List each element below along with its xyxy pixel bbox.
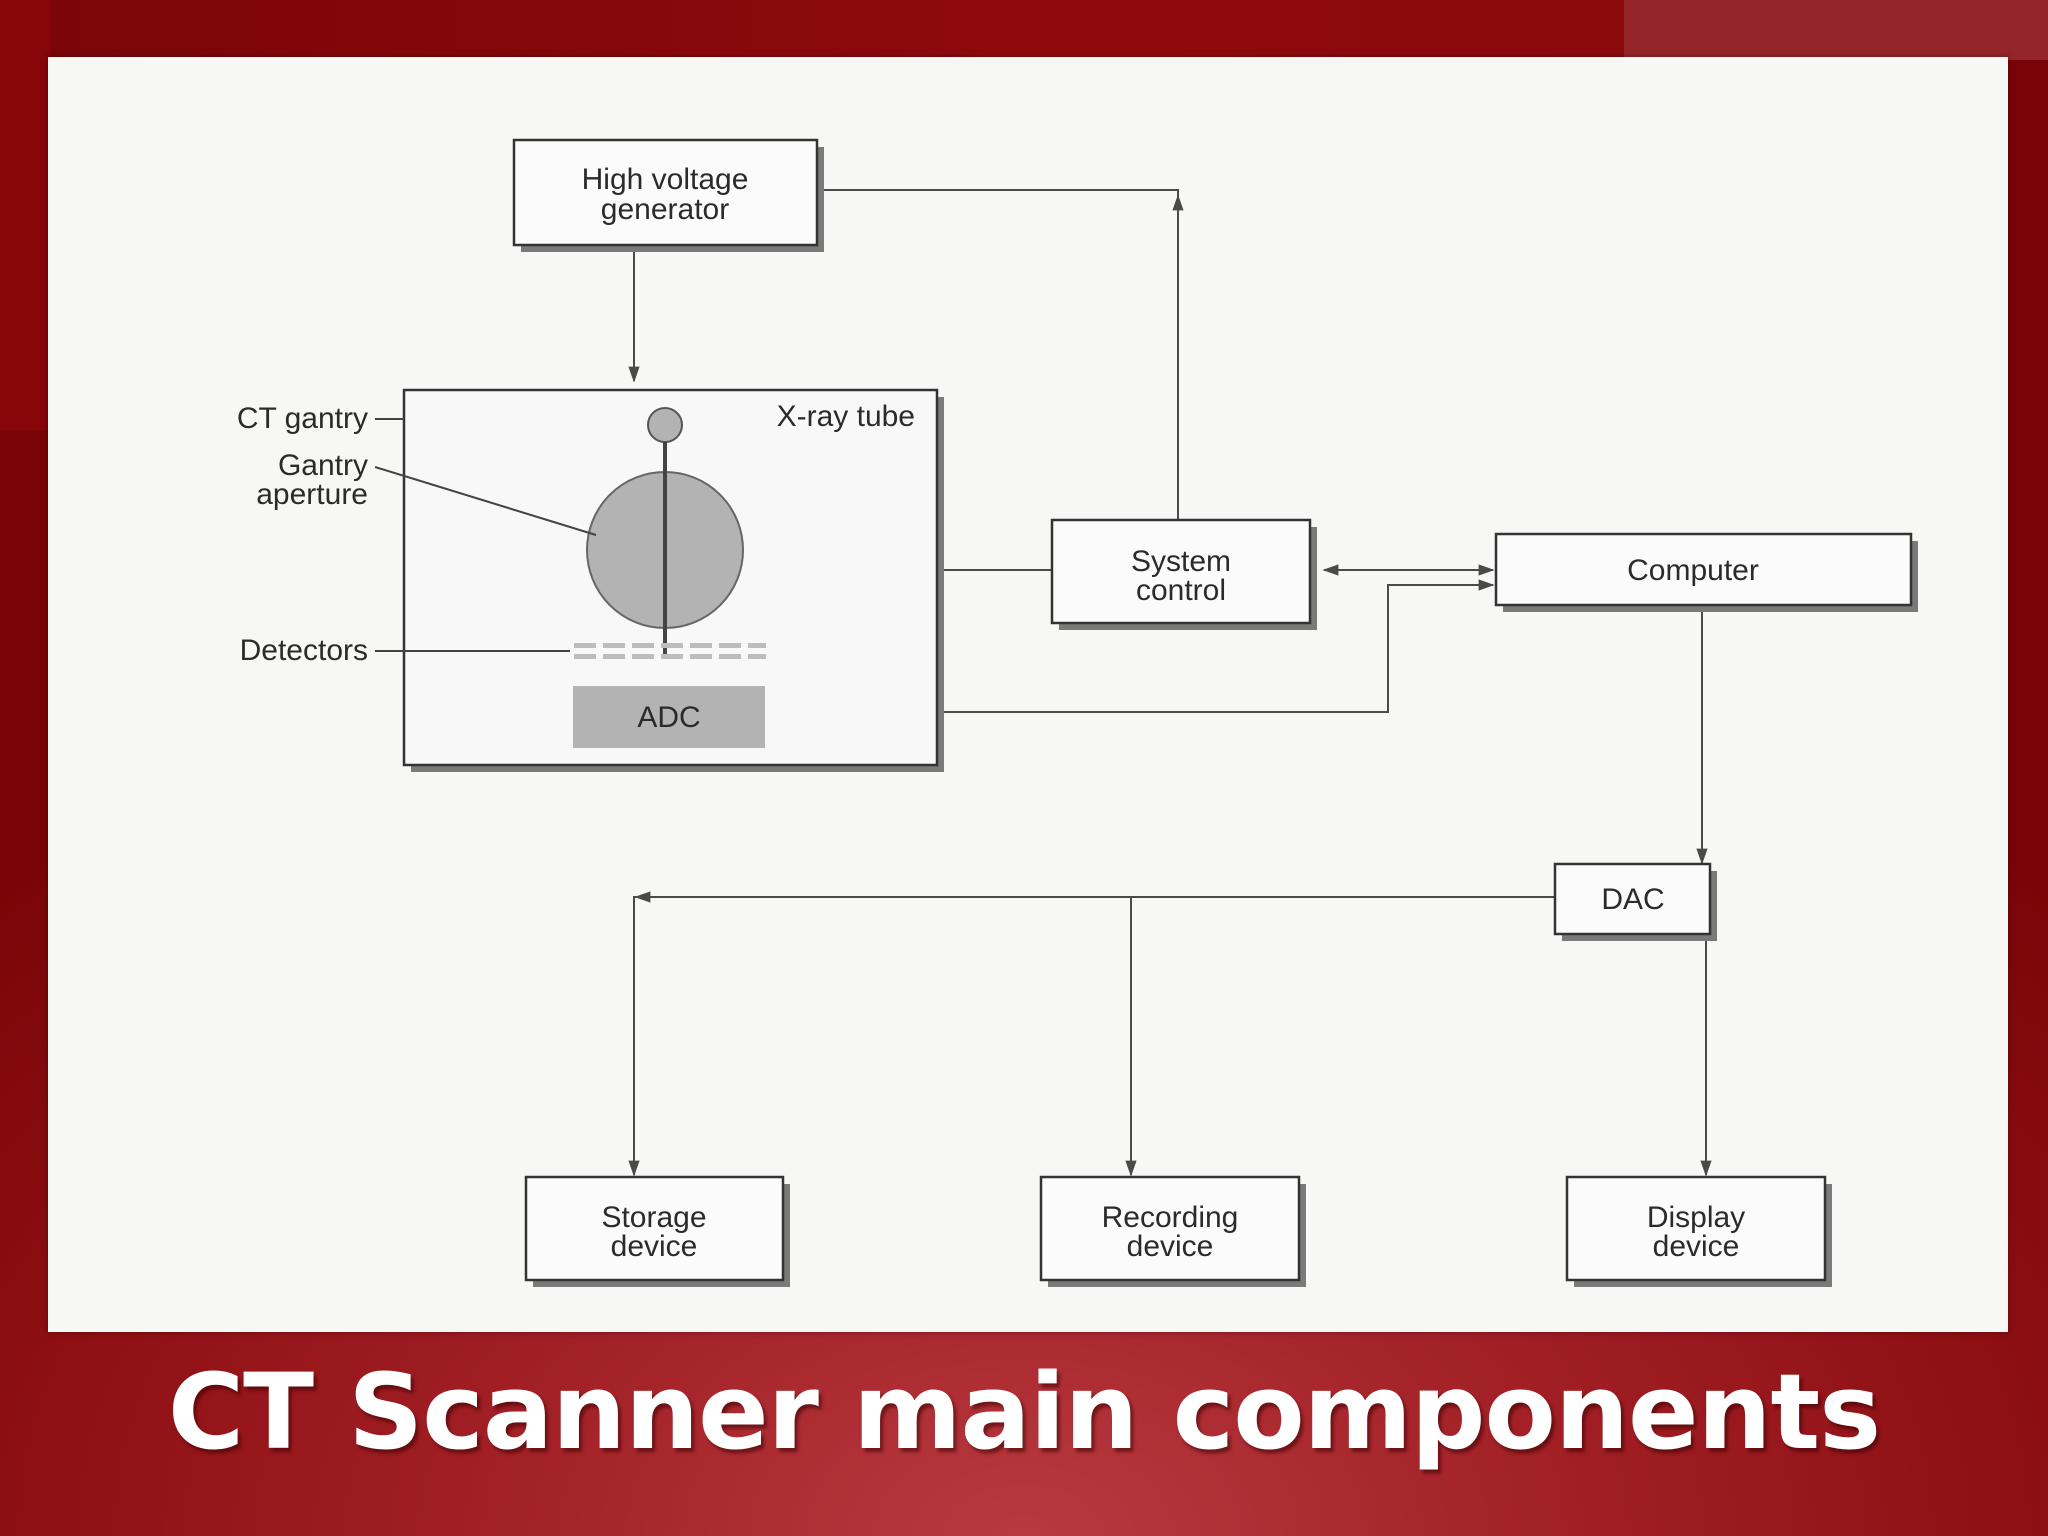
xray-tube-icon bbox=[647, 407, 683, 443]
storage-device-label-line1: Storage bbox=[601, 1201, 706, 1234]
recording-device-label-line1: Recording bbox=[1102, 1201, 1239, 1234]
diagram-figure: High voltage generator ADC bbox=[48, 57, 2008, 1332]
high-voltage-generator-box: High voltage generator bbox=[512, 138, 824, 252]
slide-title: CT Scanner main components bbox=[167, 1351, 1881, 1473]
top-band-accent bbox=[1624, 0, 2048, 60]
adc-block bbox=[573, 686, 765, 748]
dac-label: DAC bbox=[1601, 883, 1664, 916]
ct-block-diagram: High voltage generator ADC bbox=[237, 138, 1918, 1287]
display-device-label-line2: device bbox=[1653, 1230, 1740, 1263]
system-control-box: System control bbox=[1050, 518, 1317, 630]
left-strip bbox=[0, 0, 50, 430]
storage-device-label-line2: device bbox=[611, 1230, 698, 1263]
detectors-label: Detectors bbox=[240, 634, 368, 667]
gantry-aperture-label-line1: Gantry bbox=[278, 449, 368, 482]
recording-device-label-line2: device bbox=[1127, 1230, 1214, 1263]
dac-box: DAC bbox=[1553, 862, 1717, 941]
ct-gantry-label: CT gantry bbox=[237, 402, 368, 435]
recording-device-box: Recording device bbox=[1039, 1175, 1306, 1287]
connector-gantry-to-computer bbox=[920, 579, 1495, 713]
system-control-label-line2: control bbox=[1136, 574, 1226, 607]
detectors-icon bbox=[574, 643, 766, 659]
gantry-aperture-label-line2: aperture bbox=[256, 478, 368, 511]
ct-gantry-box: ADC X-ray tube bbox=[402, 388, 944, 772]
connector-dac-to-storage bbox=[628, 896, 1555, 1177]
gantry-aperture-leader bbox=[374, 466, 597, 536]
xray-tube-label: X-ray tube bbox=[777, 400, 915, 433]
display-device-label-line1: Display bbox=[1647, 1201, 1745, 1234]
storage-device-box: Storage device bbox=[524, 1175, 790, 1287]
adc-label: ADC bbox=[637, 701, 700, 734]
connector-system-to-hv bbox=[801, 184, 1179, 519]
computer-label: Computer bbox=[1627, 554, 1759, 587]
high-voltage-generator-label-line1: High voltage bbox=[582, 163, 749, 196]
display-device-box: Display device bbox=[1565, 1175, 1832, 1287]
high-voltage-generator-label-line2: generator bbox=[601, 193, 729, 226]
system-control-label-line1: System bbox=[1131, 545, 1231, 578]
gantry-side-labels: CT gantry Gantry aperture Detectors bbox=[237, 402, 597, 667]
connectors bbox=[628, 184, 1712, 1177]
computer-box: Computer bbox=[1494, 532, 1918, 612]
